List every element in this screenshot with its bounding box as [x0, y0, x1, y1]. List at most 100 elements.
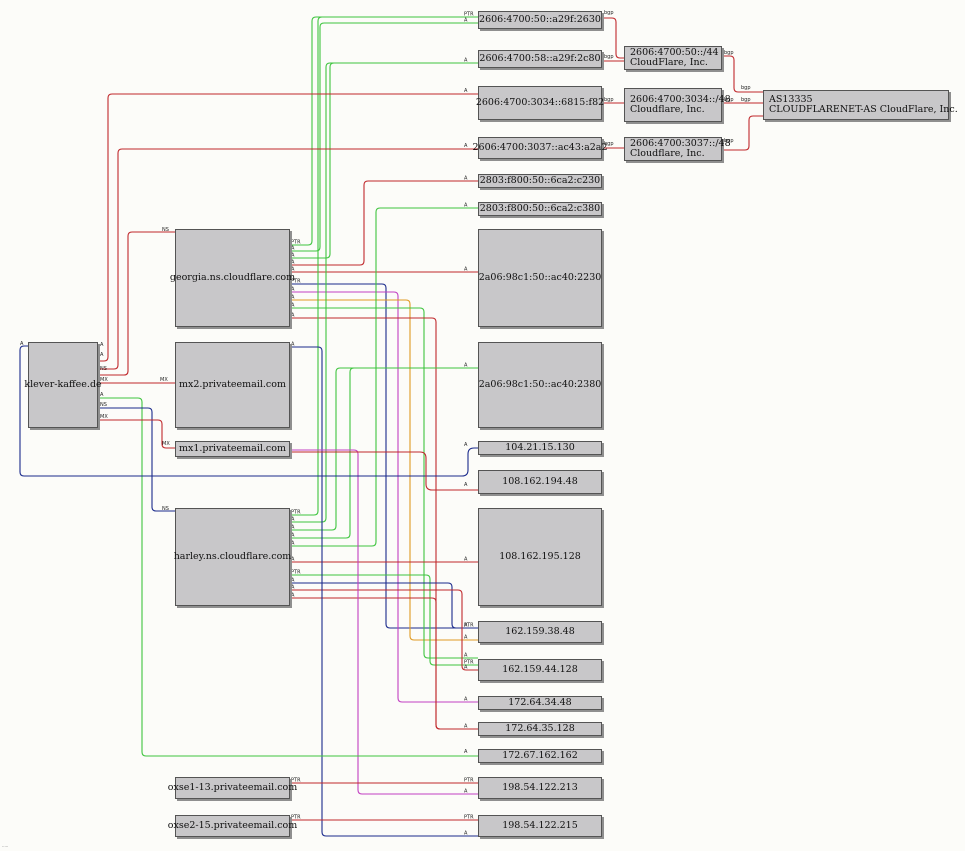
edge-harley-a-162-38-48: [290, 582, 478, 629]
edge-harley-a-162-38-48-dst-label: A: [464, 623, 468, 629]
node-net-2606-4700-50-44[interactable]: 2606:4700:50::/44 CloudFlare, Inc.: [624, 46, 722, 70]
node-oxse1[interactable]: oxse1-13.privateemail.com: [168, 777, 297, 799]
edge-domain-ns-harley-dst: NS: [162, 506, 169, 512]
edge-georgia-a-6ca2-c230-dst-label: A: [464, 176, 468, 182]
edge-mx2-a-198-122-215: [290, 346, 478, 837]
edge-georgia-a-162-44-128-src-label: A: [291, 303, 295, 309]
net-3034-48-org: Cloudflare, Inc.: [630, 104, 705, 115]
edge-mx1-a-108-194-48: [290, 451, 478, 491]
node-ip-104-21-15-130-label: 104.21.15.130: [505, 442, 575, 454]
node-georgia-ns[interactable]: georgia.ns.cloudflare.com: [170, 229, 295, 327]
edge-harley-a-108-195-128-dst-label: A: [464, 557, 468, 563]
node-ip-162-159-38-48-label: 162.159.38.48: [505, 626, 575, 638]
edge-georgia-ptr-162-38-48-src-label: PTR: [291, 279, 301, 285]
node-domain[interactable]: klever-kaffee.de: [24, 342, 102, 428]
node-ip-ac43-a2a2-label: 2606:4700:3037::ac43:a2a2: [472, 142, 608, 154]
node-ip-108-162-194-48[interactable]: 108.162.194.48: [478, 470, 602, 494]
node-georgia-ns-label: georgia.ns.cloudflare.com: [169, 272, 296, 284]
edge-harley-a-6ca2-c380-src-label: A: [291, 541, 295, 547]
node-ip-162-159-44-128[interactable]: 162.159.44.128: [478, 659, 602, 681]
node-ip-162-159-38-48[interactable]: 162.159.38.48: [478, 621, 602, 643]
edge-mx1-a-198-122-213-dst-label: A: [464, 789, 468, 795]
node-ip-ac40-2380-label: 2a06:98c1:50::ac40:2380: [478, 379, 602, 391]
edge-harley-a-a29f-2c80-src-label: A: [291, 517, 295, 523]
node-asn-13335[interactable]: AS13335 CLOUDFLARENET-AS CloudFlare, Inc…: [763, 90, 958, 120]
edge-georgia-a-a29f-2630-dst-label: A: [464, 18, 468, 24]
edge-harley-ptr-a29f-2630: [290, 16, 478, 516]
node-mx2[interactable]: mx2.privateemail.com: [175, 342, 290, 428]
node-ip-104-21-15-130[interactable]: 104.21.15.130: [478, 441, 602, 455]
node-oxse2-label: oxse2-15.privateemail.com: [167, 820, 298, 832]
edge-mx1-a-108-194-48-dst: A: [464, 482, 468, 488]
node-ip-ac43-a2a2[interactable]: 2606:4700:3037::ac43:a2a2: [472, 137, 608, 159]
node-ip-a29f-2c80[interactable]: 2606:4700:58::a29f:2c80: [478, 50, 602, 68]
edge-domain-ns-harley: [98, 407, 175, 512]
edge-harley-a-172-64-35-src-label: A: [291, 593, 295, 599]
node-mx1[interactable]: mx1.privateemail.com: [175, 441, 290, 457]
edge-harley-a-6ca2-c380: [290, 207, 478, 547]
node-ip-6ca2-c380-label: 2803:f800:50::6ca2:c380: [479, 203, 601, 215]
node-ip-172-67-162-162[interactable]: 172.67.162.162: [478, 749, 602, 763]
edge-harley-a-ac40-2380-src-label: A: [291, 525, 295, 531]
bgp-label-3: bgp: [604, 97, 614, 103]
edge-georgia-ptr-a29f-2630-src-label: PTR: [291, 240, 301, 246]
bgp-label-9: bgp: [724, 138, 734, 144]
node-oxse1-label: oxse1-13.privateemail.com: [167, 782, 298, 794]
edge-georgia-a-172-64-34-48-src-label: A: [291, 287, 295, 293]
edge-harley-a-108-195-128-src-label: A: [291, 557, 295, 563]
edge-domain-ns-georgia-label: NS: [100, 366, 107, 372]
node-ip-108-162-195-128-label: 108.162.195.128: [499, 551, 581, 563]
edge-georgia-a-172-64-34-48-dst-label: A: [464, 697, 468, 703]
edge-harley-a-2380b: [290, 367, 478, 539]
bgp-label-6: bgp: [741, 85, 751, 91]
edge-domain-a-6815-f82-label: A: [100, 342, 104, 348]
node-ip-ac40-2230-label: 2a06:98c1:50::ac40:2230: [478, 272, 602, 284]
node-ip-108-162-195-128[interactable]: 108.162.195.128: [478, 508, 602, 606]
node-ip-162-159-44-128-label: 162.159.44.128: [502, 664, 578, 676]
node-ip-198-54-122-215[interactable]: 198.54.122.215: [478, 815, 602, 837]
edge-domain-a-ac43: [98, 148, 478, 370]
edge-georgia-a-a29f-2c80-dst-label: A: [464, 58, 468, 64]
edge-domain-mx-mx1-dst: MX: [162, 441, 170, 447]
node-ip-a29f-2630[interactable]: 2606:4700:50::a29f:2630: [478, 11, 602, 29]
edge-georgia-ptr-a29f-2630-dst-label: PTR: [464, 12, 474, 18]
edge-georgia-a-162-44-128: [290, 307, 478, 659]
edge-georgia-a-a29f-2630-src-label: A: [291, 246, 295, 252]
edge-harley-a-162-44-128: [290, 589, 478, 671]
edge-domain-a-ac43-label: A: [100, 352, 104, 358]
node-net-2606-4700-3037-48[interactable]: 2606:4700:3037::/48 Cloudflare, Inc.: [624, 137, 731, 161]
edge-georgia-a-172-64-35-128-dst-label: A: [464, 724, 468, 730]
edge-domain-ns-georgia: [98, 231, 175, 376]
node-ip-6ca2-c230[interactable]: 2803:f800:50::6ca2:c230: [478, 174, 602, 188]
bgp-label-8: bgp: [741, 97, 751, 103]
node-ip-ac40-2230[interactable]: 2a06:98c1:50::ac40:2230: [478, 229, 602, 327]
edge-georgia-a-6ca2-c230: [290, 180, 478, 266]
edge-domain-a-104-21-label: A: [20, 341, 24, 347]
edge-georgia-a-162-44-128-dst-label: A: [464, 653, 468, 659]
node-harley-ns[interactable]: harley.ns.cloudflare.com: [174, 508, 291, 606]
asn-name: CLOUDFLARENET-AS CloudFlare, Inc.: [769, 104, 958, 115]
node-ip-a29f-2630-label: 2606:4700:50::a29f:2630: [479, 14, 601, 26]
edge-domain-a-172-67-dst: A: [464, 749, 468, 755]
edge-mx1-a-198-122-213: [290, 449, 478, 795]
node-net-2606-4700-3034-48[interactable]: 2606:4700:3034::/48 Cloudflare, Inc.: [624, 88, 731, 122]
node-ip-6815-f82[interactable]: 2606:4700:3034::6815:f82: [476, 86, 604, 120]
bgp-label-4: bgp: [604, 141, 614, 147]
node-ip-ac40-2380[interactable]: 2a06:98c1:50::ac40:2380: [478, 342, 602, 428]
edge-harley-a-a29f-2c80: [290, 62, 478, 523]
net-3037-48-org: Cloudflare, Inc.: [630, 148, 705, 159]
node-ip-198-54-122-213[interactable]: 198.54.122.213: [478, 777, 602, 799]
graph-footer-mark: ·····: [2, 844, 9, 849]
edge-georgia-a-6ca2-c230-src-label: A: [291, 260, 295, 266]
node-ip-172-64-35-128[interactable]: 172.64.35.128: [478, 722, 602, 736]
node-ip-6ca2-c380[interactable]: 2803:f800:50::6ca2:c380: [478, 202, 602, 216]
edge-georgia-ptr-162-38-48: [290, 283, 478, 629]
edge-georgia-a-162-38-48: [290, 299, 478, 641]
bgp-label-2: bgp: [604, 54, 614, 60]
node-oxse2[interactable]: oxse2-15.privateemail.com: [168, 815, 297, 837]
edge-domain-a-172-67: [98, 397, 478, 757]
net-3034-48-prefix: 2606:4700:3034::/48: [630, 94, 731, 106]
node-ip-172-64-34-48[interactable]: 172.64.34.48: [478, 696, 602, 710]
